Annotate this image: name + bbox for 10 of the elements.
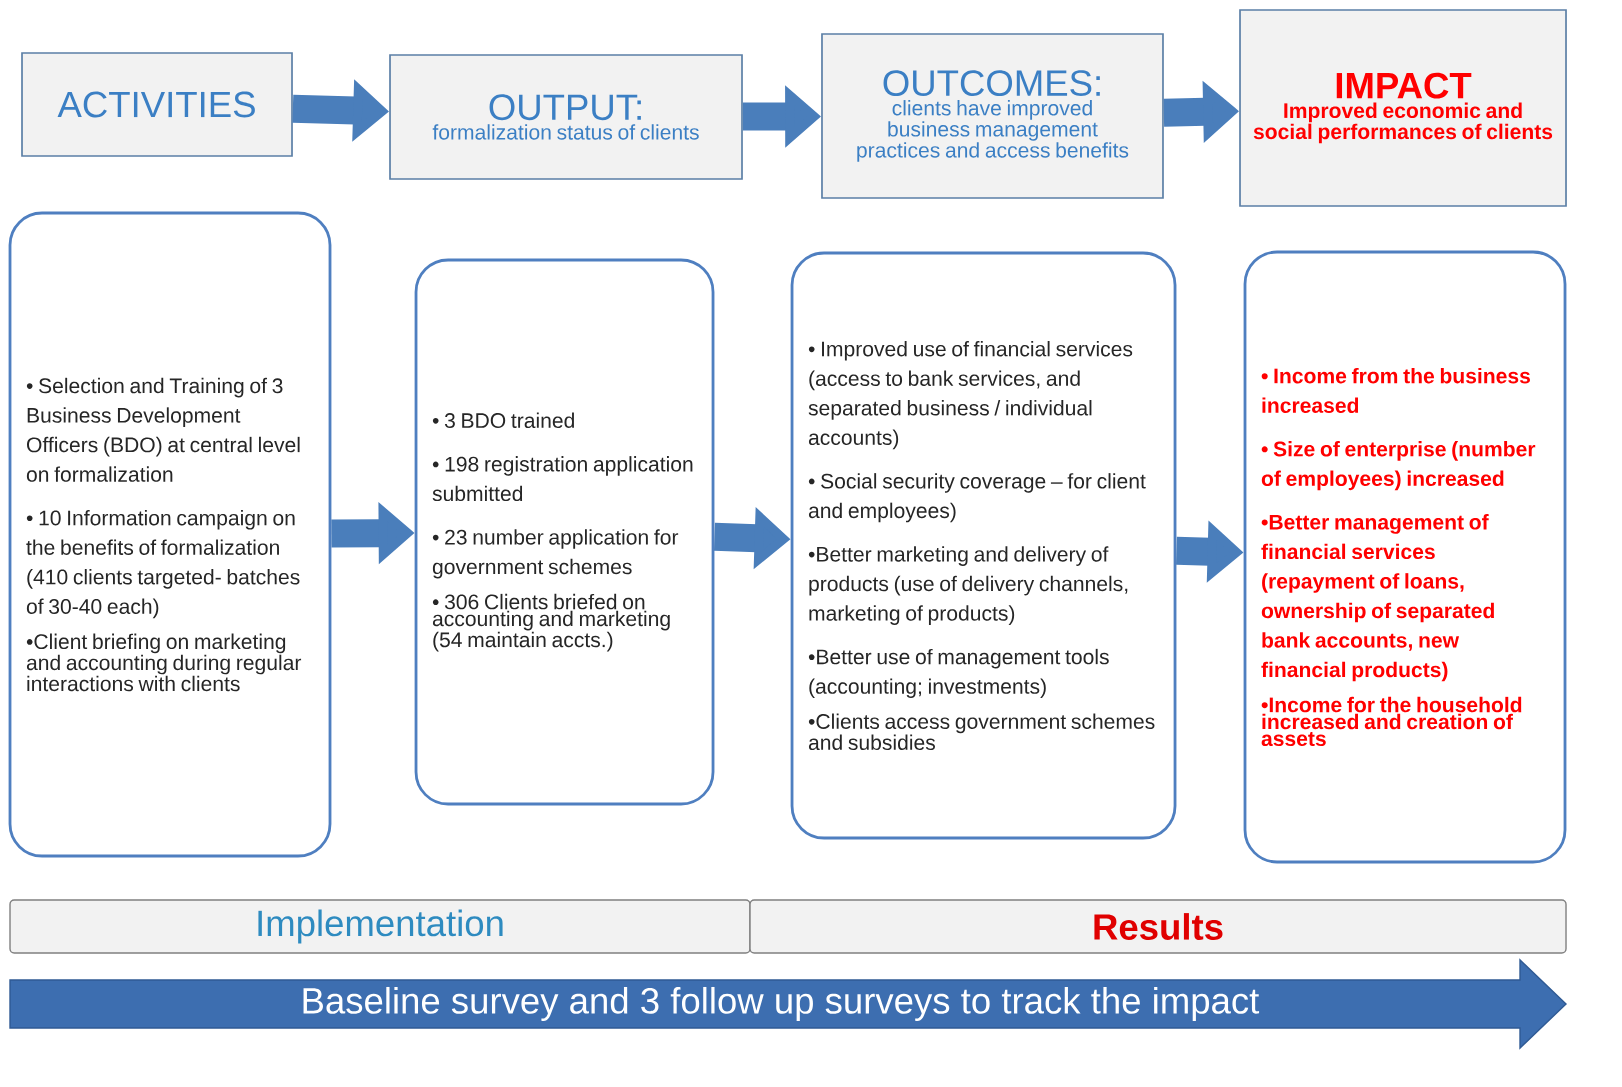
- list-panel: • 3 BDO trained • 198 registration application submitted • 23 number application for government schemes • 306 Clients briefed on accounting and marketing (54 maintain accts.): [414, 258, 715, 806]
- list-panel: • Selection and Training of 3 Business Development Officers (BDO) at central level on formalization • 10 Information campaign on the benefits of formalization (410 clients targeted- batches of 30-40 each) •Client briefing on marketing and accounting during regular interactions with clients: [8, 211, 332, 858]
- phase-band: Results: [749, 899, 1567, 954]
- header-box: IMPACT Improved economic and social performances of clients: [1239, 9, 1567, 207]
- list-panel: • Improved use of financial services (access to bank services, and separated business / individual accounts) • Social security coverage – for client and employees) •Better marketing and delivery of products (use of delivery channels, marketing of products) •Better use of management tools (accounting; investments) •Clients access government schemes and subsidies: [790, 251, 1177, 840]
- phase-band: Implementation: [9, 899, 751, 954]
- header-box: OUTCOMES: clients have improved business management practices and access benefits: [821, 33, 1164, 199]
- header-box: OUTPUT: formalization status of clients: [389, 54, 743, 180]
- header-box: ACTIVITIES: [21, 52, 293, 157]
- list-panel: • Income from the business increased • Size of enterprise (number of employees) increased •Better management of financial services (repayment of loans, ownership of separated bank accounts, new financial products) •Income for the household increased and creation of assets: [1243, 250, 1567, 864]
